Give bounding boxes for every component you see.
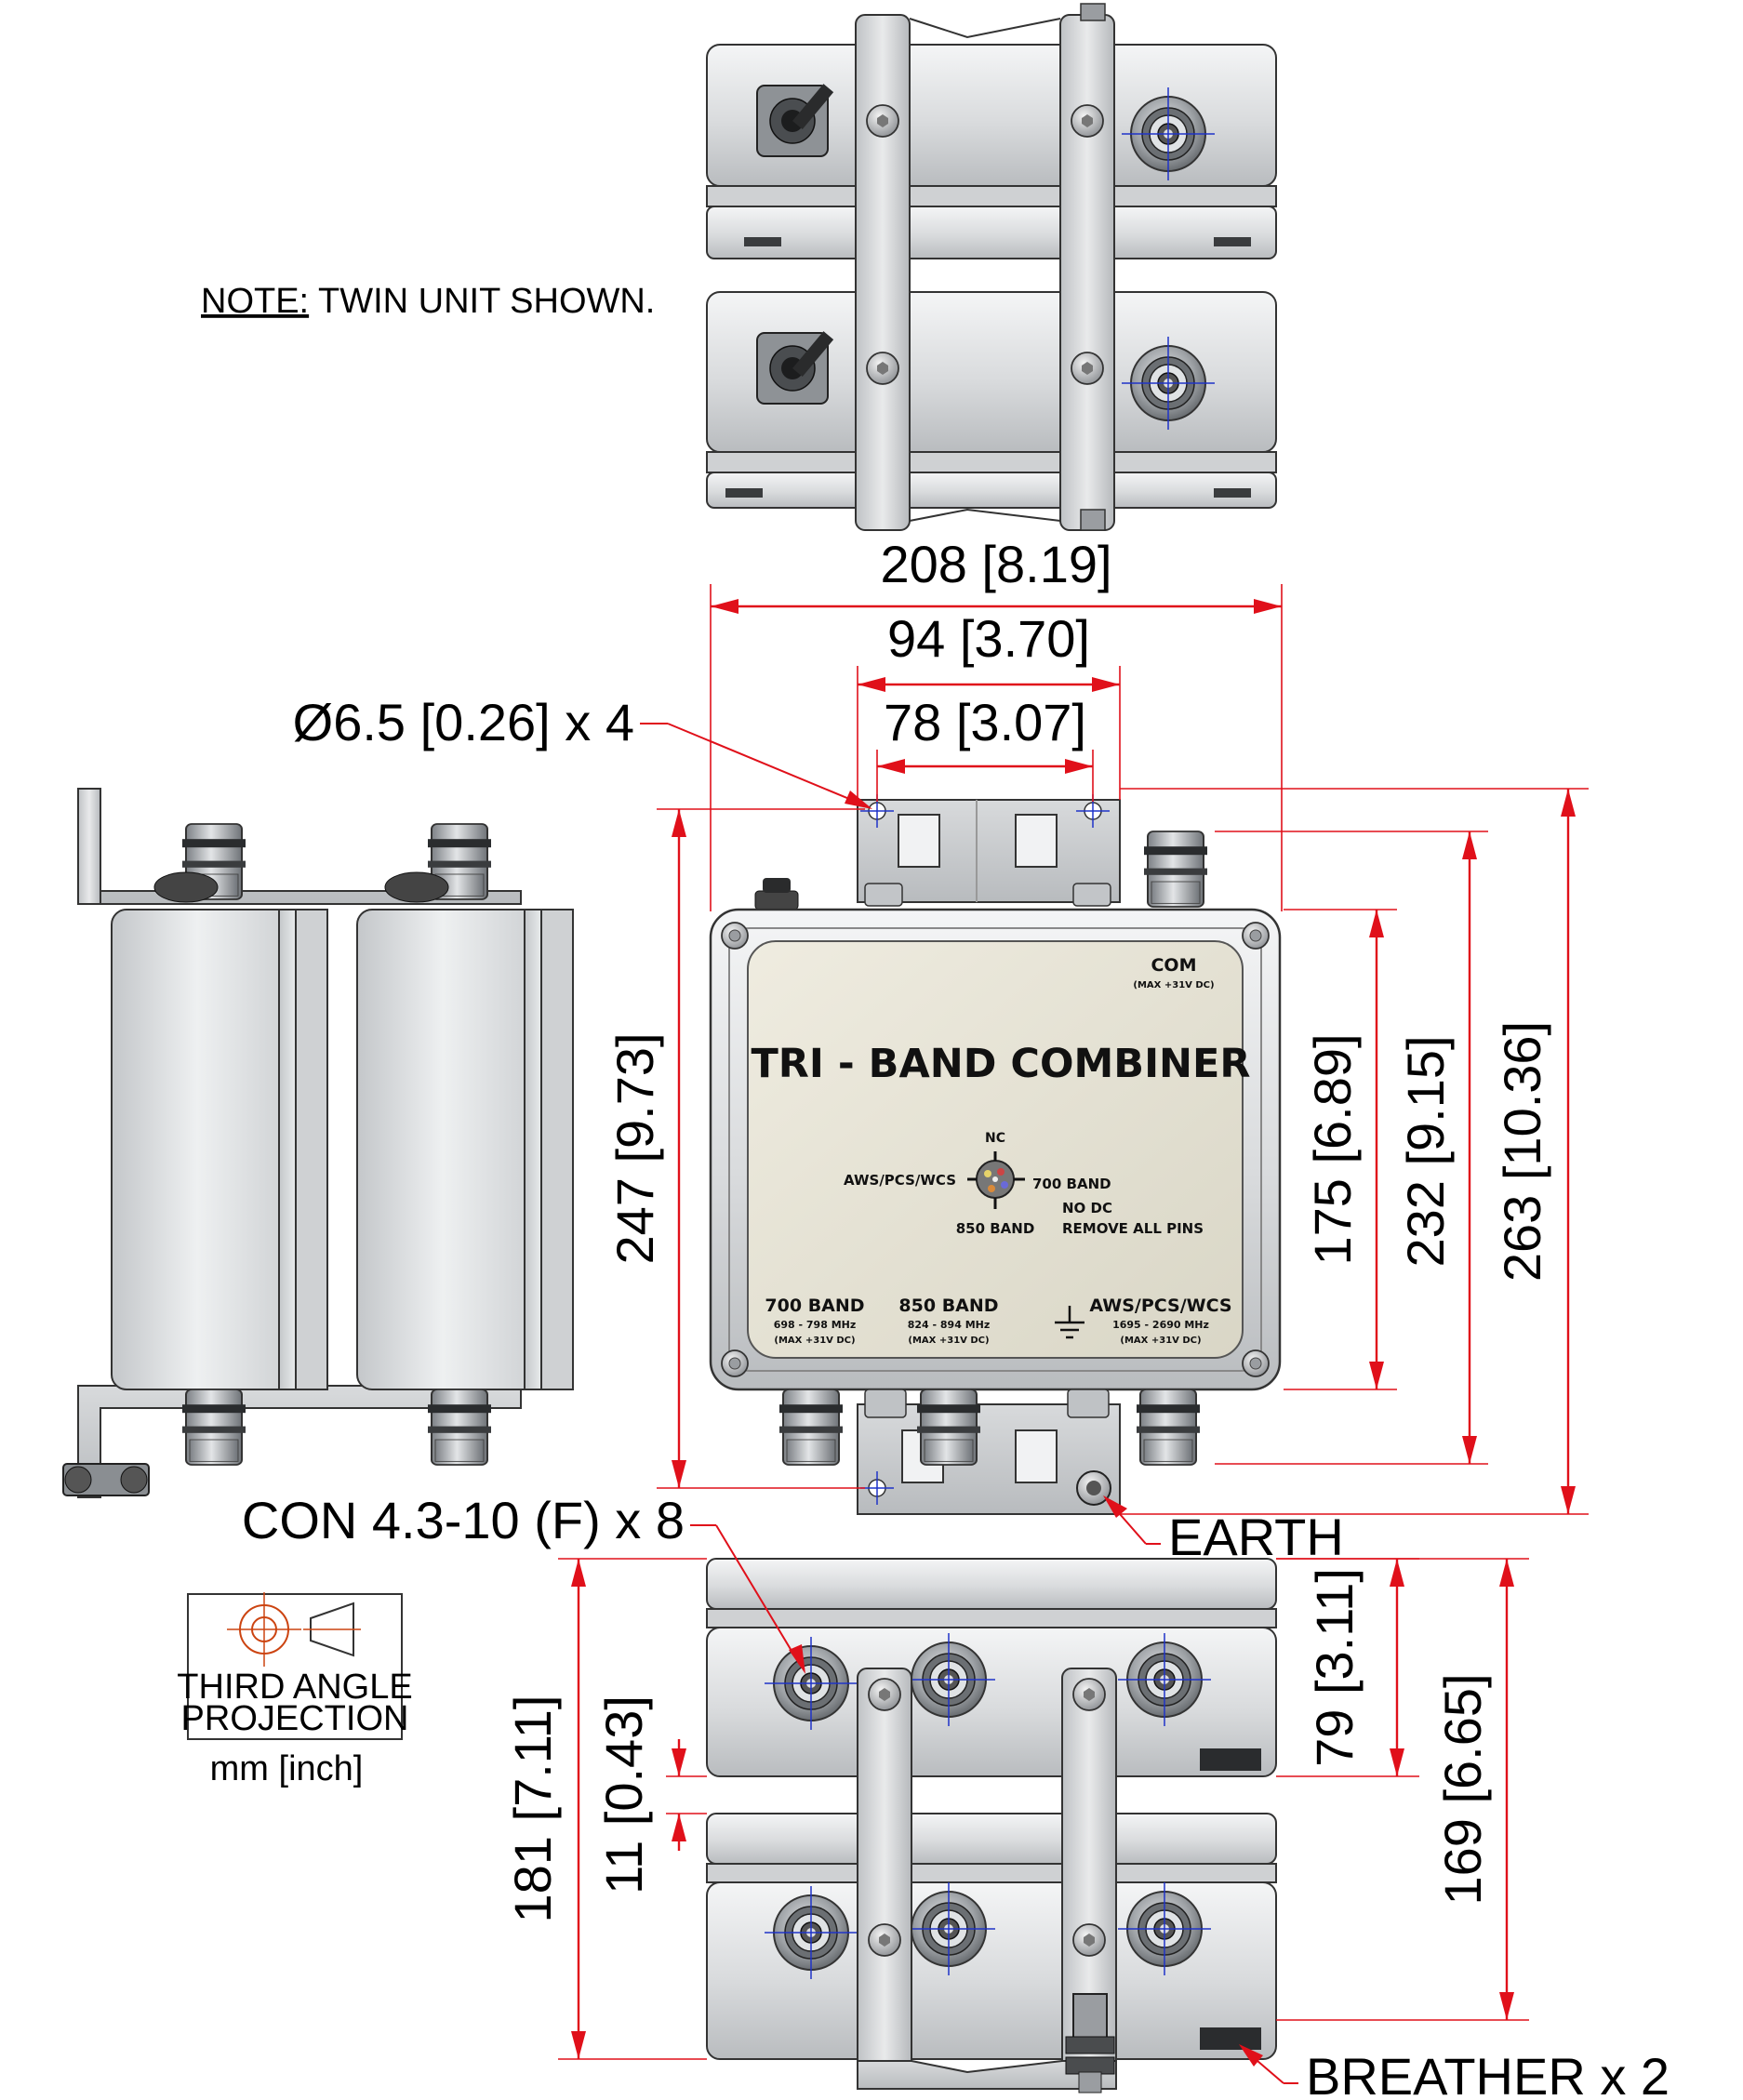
pin-aws-label: AWS/PCS/WCS [844,1172,956,1189]
dim-width-holes: 78 [3.07] [884,693,1086,751]
band-700-max: (MAX +31V DC) [774,1336,855,1346]
top-view [706,3,1277,531]
dim-h232: 232 [9.15] [1396,1035,1455,1267]
front-view: COM (MAX +31V DC) TRI - BAND COMBINER NC… [709,794,1282,1515]
dimensions: 208 [8.19] 94 [3.70] 78 [3.07] Ø6.5 [0.2… [242,535,1670,2100]
callout-earth: EARTH [1168,1508,1344,1566]
plate-com-sub: (MAX +31V DC) [1133,980,1214,990]
band-aws-name: AWS/PCS/WCS [1089,1296,1231,1316]
band-700-name: 700 BAND [765,1296,864,1316]
pin-850-label: 850 BAND [956,1220,1035,1237]
note-label: NOTE: [201,282,309,321]
dim-h175: 175 [6.89] [1303,1033,1362,1265]
projection-line1: THIRD ANGLE [177,1668,412,1707]
band-aws-max: (MAX +31V DC) [1120,1336,1201,1346]
dim-h11: 11 [0.43] [594,1695,653,1894]
projection-cone-icon [310,1602,354,1657]
band-850-freq: 824 - 894 MHz [908,1319,991,1331]
units-label: mm [inch] [210,1749,364,1788]
plate-title: TRI - BAND COMBINER [751,1041,1250,1087]
band-aws-freq: 1695 - 2690 MHz [1112,1319,1209,1331]
band-850-name: 850 BAND [898,1296,998,1316]
dim-h247: 247 [9.73] [605,1032,664,1264]
band-850-max: (MAX +31V DC) [908,1336,989,1346]
band-700-freq: 698 - 798 MHz [774,1319,857,1331]
note-text: NOTE: TWIN UNIT SHOWN. [201,282,655,321]
ground-icon [1055,1306,1084,1339]
callout-breather: BREATHER x 2 [1306,2047,1670,2100]
dim-h181: 181 [7.11] [503,1695,562,1923]
side-view [62,788,574,1498]
plate-com: COM [1151,955,1196,976]
pin-nc-label: NC [985,1131,1005,1146]
dim-hole: Ø6.5 [0.26] x 4 [293,693,634,751]
pin-700-label: 700 BAND [1032,1176,1111,1192]
bottom-view [706,1558,1277,2093]
dim-h263: 263 [10.36] [1493,1021,1551,1282]
callout-connector: CON 4.3-10 (F) x 8 [242,1491,685,1549]
dim-width-total: 208 [8.19] [880,535,1111,593]
remove-pins-label: REMOVE ALL PINS [1062,1220,1204,1237]
dim-width-mid: 94 [3.70] [887,609,1090,668]
dim-h169: 169 [6.65] [1433,1673,1492,1905]
projection-line2: PROJECTION [181,1699,409,1738]
dim-h79: 79 [3.11] [1305,1568,1364,1767]
note-body: TWIN UNIT SHOWN. [309,282,655,321]
projection-symbol: THIRD ANGLE PROJECTION mm [inch] [177,1592,413,1788]
no-dc-label: NO DC [1062,1200,1112,1216]
